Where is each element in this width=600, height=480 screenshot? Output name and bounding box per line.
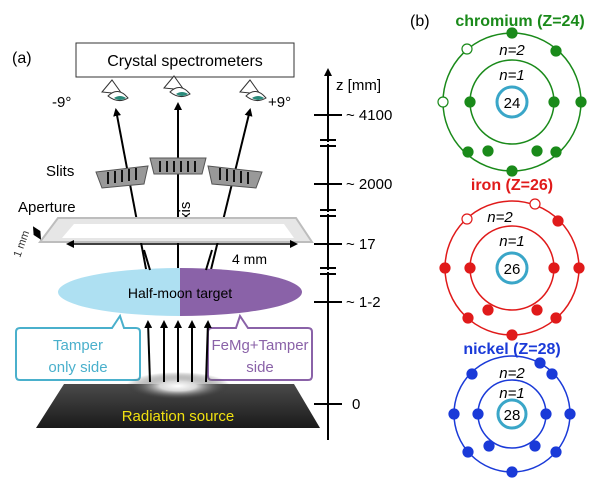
source-ray-5 <box>203 320 212 383</box>
slits-label: Slits <box>46 163 74 180</box>
radiation-source-plate <box>36 384 320 428</box>
atom-iron-title: iron (Z=26) <box>471 177 553 194</box>
scale-title: z [mm] <box>336 77 381 94</box>
detector-center-icon <box>163 75 191 98</box>
source-ray-1 <box>144 320 153 383</box>
callout-tamper-line2: only side <box>48 359 107 376</box>
atom-iron-nucleus-label: 26 <box>504 261 521 278</box>
scale-label-1-2: ~ 1-2 <box>346 294 381 311</box>
scale-label-0: 0 <box>352 396 360 413</box>
callout-femg-line2: side <box>246 359 274 376</box>
atom-chromium-n1: n=1 <box>499 67 524 84</box>
scale-label-4100: ~ 4100 <box>346 107 392 124</box>
atom-chromium-nucleus-label: 24 <box>504 95 521 112</box>
dim-1mm-arrow <box>32 226 42 240</box>
atom-chromium-nucleus <box>495 85 529 119</box>
source-glow <box>126 372 230 400</box>
target-tamper-half <box>58 268 180 316</box>
dim-1mm-label: 1 mm <box>12 229 33 259</box>
slit-left <box>95 165 149 189</box>
spectrometers-title: Crystal spectrometers <box>107 53 263 70</box>
atom-nickel-title: nickel (Z=28) <box>463 341 560 358</box>
atom-iron: iron (Z=26) 26 n=2 n=1 <box>439 177 585 341</box>
callout-tamper-line1: Tamper <box>53 337 103 354</box>
callout-femg-line1: FeMg+Tamper <box>211 337 308 354</box>
source-label: Radiation source <box>122 408 235 425</box>
atom-iron-nucleus <box>495 251 529 285</box>
atom-iron-n2: n=2 <box>487 209 513 226</box>
target-femg-half <box>180 268 302 316</box>
atom-nickel-nucleus-label: 28 <box>504 407 521 424</box>
panel-b-label: (b) <box>410 13 430 30</box>
slit-center <box>149 157 207 175</box>
atom-nickel-nucleus <box>496 398 528 430</box>
scale-label-17: ~ 17 <box>346 236 376 253</box>
angle-left-label: -9° <box>52 94 71 111</box>
ray-left-arrow <box>113 108 151 291</box>
atom-nickel: nickel (Z=28) 28 n=2 n=1 <box>448 341 576 478</box>
atom-nickel-n2: n=2 <box>499 365 525 382</box>
spectrometers-box <box>75 42 295 78</box>
scale-breaks <box>320 139 336 275</box>
atom-nickel-n1: n=1 <box>499 385 524 402</box>
ray-right-arrow <box>205 108 253 291</box>
atom-chromium-n2: n=2 <box>499 42 525 59</box>
angle-right-label: +9° <box>268 94 291 111</box>
scale-label-2000: ~ 2000 <box>346 176 392 193</box>
dim-4mm-label: 4 mm <box>232 251 267 267</box>
panel-a-label: (a) <box>12 50 32 67</box>
atom-iron-n1: n=1 <box>499 233 524 250</box>
aperture-label: Aperture <box>18 199 76 216</box>
slit-right <box>207 165 263 189</box>
ray-right-lower <box>205 249 213 271</box>
aperture-opening <box>62 224 294 238</box>
target-label: Half-moon target <box>128 285 232 301</box>
atom-chromium-title: chromium (Z=24) <box>455 13 584 30</box>
detector-left-icon <box>101 79 129 102</box>
ray-left-lower <box>143 249 151 271</box>
detector-right-icon <box>239 79 267 102</box>
atom-chromium: chromium (Z=24) 24 n=2 n=1 <box>437 13 587 177</box>
